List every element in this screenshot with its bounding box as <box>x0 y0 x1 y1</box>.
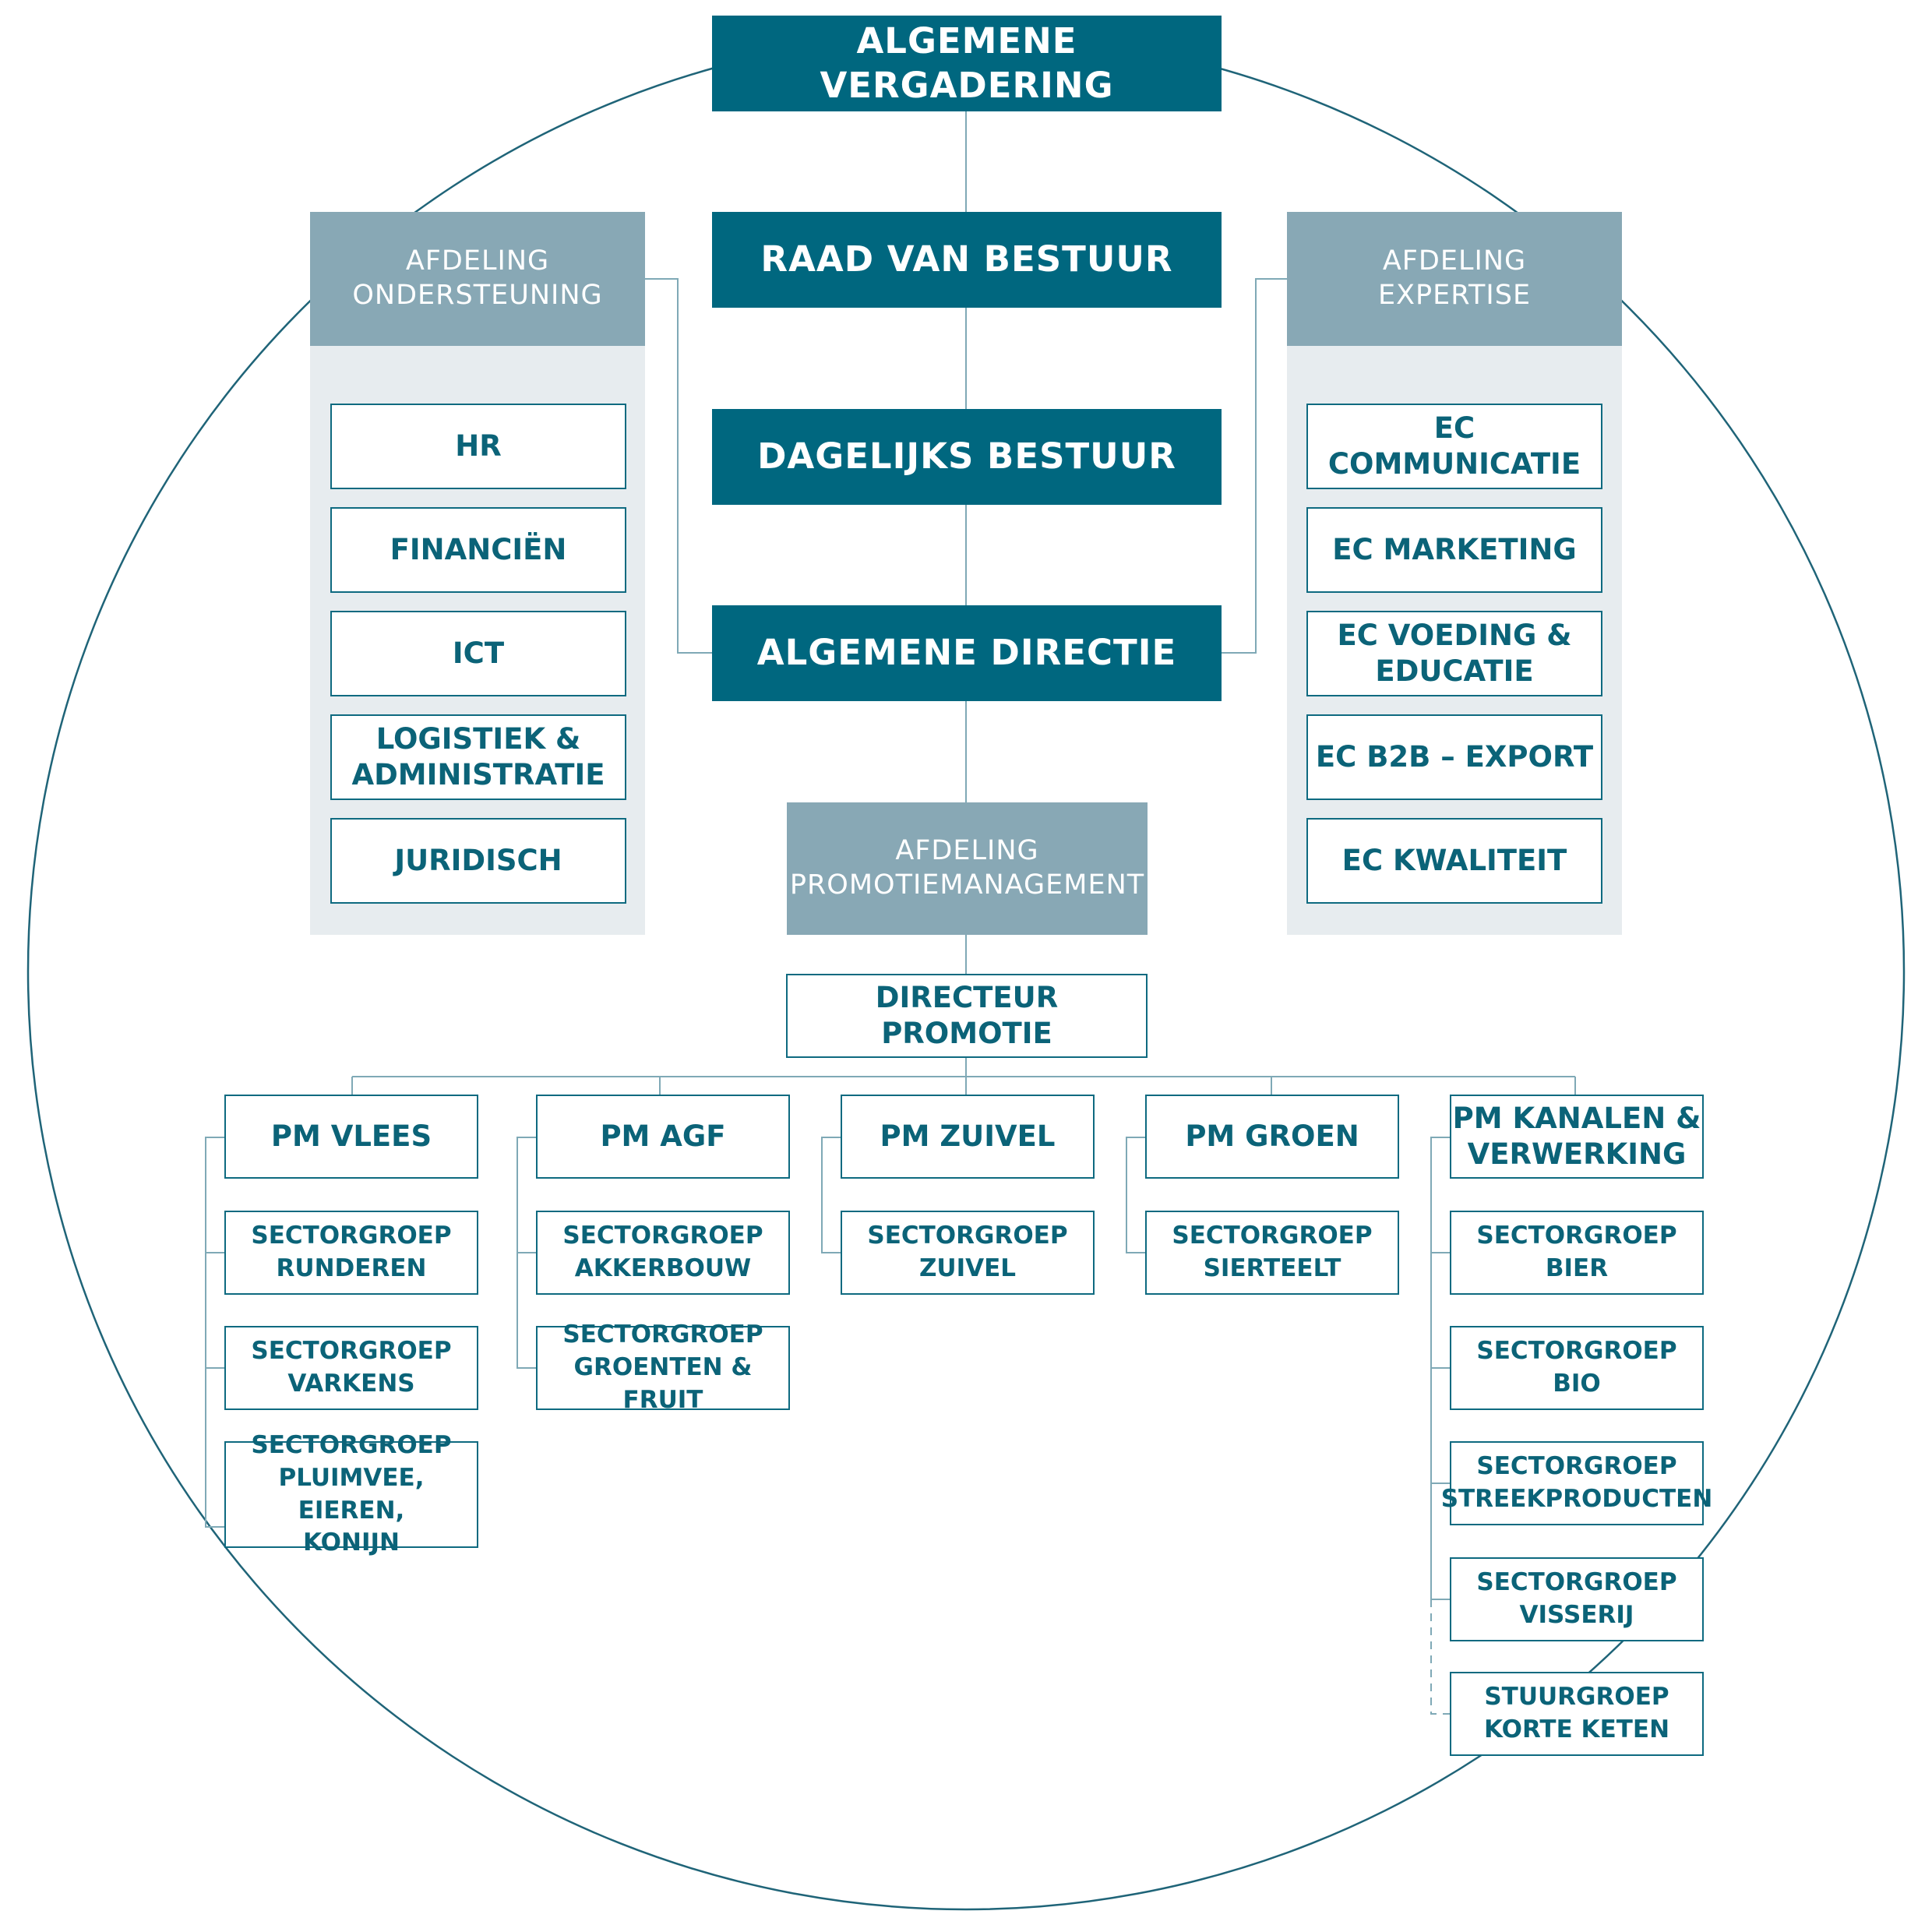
expertise-item-label: EC MARKETING <box>1332 532 1577 566</box>
sectorgroep-pluimvee: SECTORGROEP PLUIMVEE, EIEREN, KONIJN <box>224 1431 478 1557</box>
ondersteuning-item-juridisch: JURIDISCH <box>330 818 626 904</box>
pm-agf-box: PM AGF <box>536 1095 790 1179</box>
sectorgroep-sierteelt: SECTORGROEP SIERTEELT <box>1145 1211 1399 1295</box>
sectorgroep-label: SECTORGROEP PLUIMVEE, EIEREN, KONIJN <box>251 1430 452 1557</box>
sectorgroep-label: SECTORGROEP BIO <box>1476 1337 1677 1398</box>
algemene-vergadering-box: ALGEMENE VERGADERING <box>712 16 1222 111</box>
ondersteuning-item-ict: ICT <box>330 611 626 696</box>
vlees-bracket <box>205 1137 224 1528</box>
algemene-vergadering-label: ALGEMENE VERGADERING <box>820 20 1114 106</box>
sectorgroep-label: SECTORGROEP GROENTEN & FRUIT <box>562 1320 763 1414</box>
sectorgroep-label: SECTORGROEP STREEKPRODUCTEN <box>1440 1452 1713 1513</box>
ondersteuning-item-label: LOGISTIEK & ADMINISTRATIE <box>351 721 605 791</box>
expertise-header: AFDELING EXPERTISE <box>1287 212 1622 346</box>
sectorgroep-label: SECTORGROEP BIER <box>1476 1222 1677 1282</box>
sectorgroep-label: SECTORGROEP AKKERBOUW <box>562 1222 763 1282</box>
sectorgroep-visserij: SECTORGROEP VISSERIJ <box>1450 1557 1704 1641</box>
pm-groen-box: PM GROEN <box>1145 1095 1399 1179</box>
sectorgroep-zuivel: SECTORGROEP ZUIVEL <box>841 1211 1095 1295</box>
sectorgroep-label: STUURGROEP KORTE KETEN <box>1483 1683 1670 1743</box>
ondersteuning-header: AFDELING ONDERSTEUNING <box>310 212 645 346</box>
pm-label: PM VLEES <box>270 1119 432 1153</box>
expertise-item-voeding: EC VOEDING & EDUCATIE <box>1306 611 1602 696</box>
zuivel-bracket <box>821 1137 841 1253</box>
directeur-promotie-box: DIRECTEUR PROMOTIE <box>786 974 1148 1058</box>
sectorgroep-bier: SECTORGROEP BIER <box>1450 1211 1704 1295</box>
expertise-item-label: EC COMMUNICATIE <box>1327 411 1581 481</box>
sectorgroep-runderen: SECTORGROEP RUNDEREN <box>224 1211 478 1295</box>
pm-label: PM ZUIVEL <box>880 1119 1056 1153</box>
dagelijks-bestuur-box: DAGELIJKS BESTUUR <box>712 409 1222 505</box>
kanalen-bracket <box>1430 1137 1450 1599</box>
pm-label: PM GROEN <box>1185 1119 1359 1153</box>
sectorgroep-label: SECTORGROEP VARKENS <box>251 1337 452 1398</box>
ondersteuning-item-logistiek: LOGISTIEK & ADMINISTRATIE <box>330 714 626 800</box>
sectorgroep-label: SECTORGROEP SIERTEELT <box>1172 1222 1373 1282</box>
promotiemanagement-header: AFDELING PROMOTIEMANAGEMENT <box>787 802 1148 935</box>
raad-van-bestuur-label: RAAD VAN BESTUUR <box>760 238 1173 280</box>
groen-bracket <box>1126 1137 1145 1253</box>
pm-vlees-box: PM VLEES <box>224 1095 478 1179</box>
pm-zuivel-box: PM ZUIVEL <box>841 1095 1095 1179</box>
dagelijks-bestuur-label: DAGELIJKS BESTUUR <box>757 435 1176 478</box>
algemene-directie-label: ALGEMENE DIRECTIE <box>756 632 1177 674</box>
ondersteuning-item-label: JURIDISCH <box>394 843 562 877</box>
expertise-link <box>1222 278 1289 654</box>
ondersteuning-title: AFDELING ONDERSTEUNING <box>352 245 603 311</box>
ondersteuning-link <box>643 278 713 654</box>
ondersteuning-item-financien: FINANCIËN <box>330 507 626 593</box>
ondersteuning-item-hr: HR <box>330 404 626 489</box>
expertise-item-label: EC VOEDING & EDUCATIE <box>1337 618 1572 688</box>
expertise-item-b2b-export: EC B2B – EXPORT <box>1306 714 1602 800</box>
sectorgroep-groenten-fruit: SECTORGROEP GROENTEN & FRUIT <box>536 1320 790 1414</box>
expertise-item-marketing: EC MARKETING <box>1306 507 1602 593</box>
ondersteuning-item-label: ICT <box>452 636 505 670</box>
raad-van-bestuur-box: RAAD VAN BESTUUR <box>712 212 1222 308</box>
algemene-directie-box: ALGEMENE DIRECTIE <box>712 605 1222 701</box>
korte-keten-dashed <box>1430 1599 1450 1715</box>
expertise-item-communicatie: EC COMMUNICATIE <box>1306 404 1602 489</box>
ondersteuning-item-label: FINANCIËN <box>390 532 567 566</box>
sectorgroep-akkerbouw: SECTORGROEP AKKERBOUW <box>536 1211 790 1295</box>
sectorgroep-bio: SECTORGROEP BIO <box>1450 1326 1704 1410</box>
pm-label: PM KANALEN & VERWERKING <box>1452 1101 1701 1171</box>
promotiemanagement-title: AFDELING PROMOTIEMANAGEMENT <box>789 835 1145 901</box>
sectorgroep-streekproducten: SECTORGROEP STREEKPRODUCTEN <box>1441 1441 1712 1525</box>
sectorgroep-label: SECTORGROEP ZUIVEL <box>867 1222 1068 1282</box>
expertise-title: AFDELING EXPERTISE <box>1377 245 1532 311</box>
sectorgroep-label: SECTORGROEP VISSERIJ <box>1476 1568 1677 1629</box>
expertise-item-kwaliteit: EC KWALITEIT <box>1306 818 1602 904</box>
expertise-item-label: EC KWALITEIT <box>1341 843 1567 877</box>
sectorgroep-varkens: SECTORGROEP VARKENS <box>224 1326 478 1410</box>
directeur-promotie-label: DIRECTEUR PROMOTIE <box>875 980 1059 1050</box>
sectorgroep-label: SECTORGROEP RUNDEREN <box>251 1222 452 1282</box>
stuurgroep-korte-keten: STUURGROEP KORTE KETEN <box>1450 1672 1704 1756</box>
ondersteuning-item-label: HR <box>455 428 502 463</box>
pm-kanalen-box: PM KANALEN & VERWERKING <box>1450 1095 1704 1179</box>
pm-label: PM AGF <box>600 1119 726 1153</box>
expertise-item-label: EC B2B – EXPORT <box>1315 739 1594 774</box>
